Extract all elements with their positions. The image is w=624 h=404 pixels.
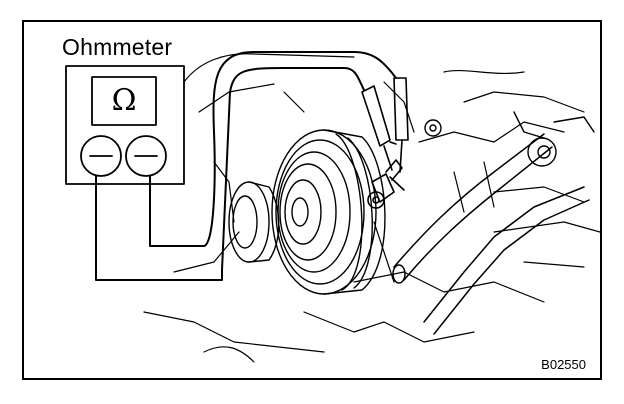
ohmmeter-body: [65, 65, 185, 185]
clutch-connector: [367, 159, 405, 209]
fitting-parts: [424, 111, 595, 167]
instrument-label: Ohmmeter: [62, 34, 173, 60]
idler-pulley: [228, 181, 280, 263]
engine-bay-lines: [143, 53, 600, 363]
ohm-symbol-icon: Ω: [92, 77, 156, 125]
compressor-illustration: [65, 51, 600, 363]
refrigerant-hose: [392, 133, 590, 335]
diagram-frame: Ohmmeter Ω B02550: [22, 20, 602, 380]
unit-symbol: Ω: [111, 83, 137, 118]
test-leads: [95, 51, 397, 281]
compressor-pulley: [271, 129, 386, 295]
probe-clips: [361, 77, 409, 173]
figure-code: B02550: [541, 357, 586, 372]
